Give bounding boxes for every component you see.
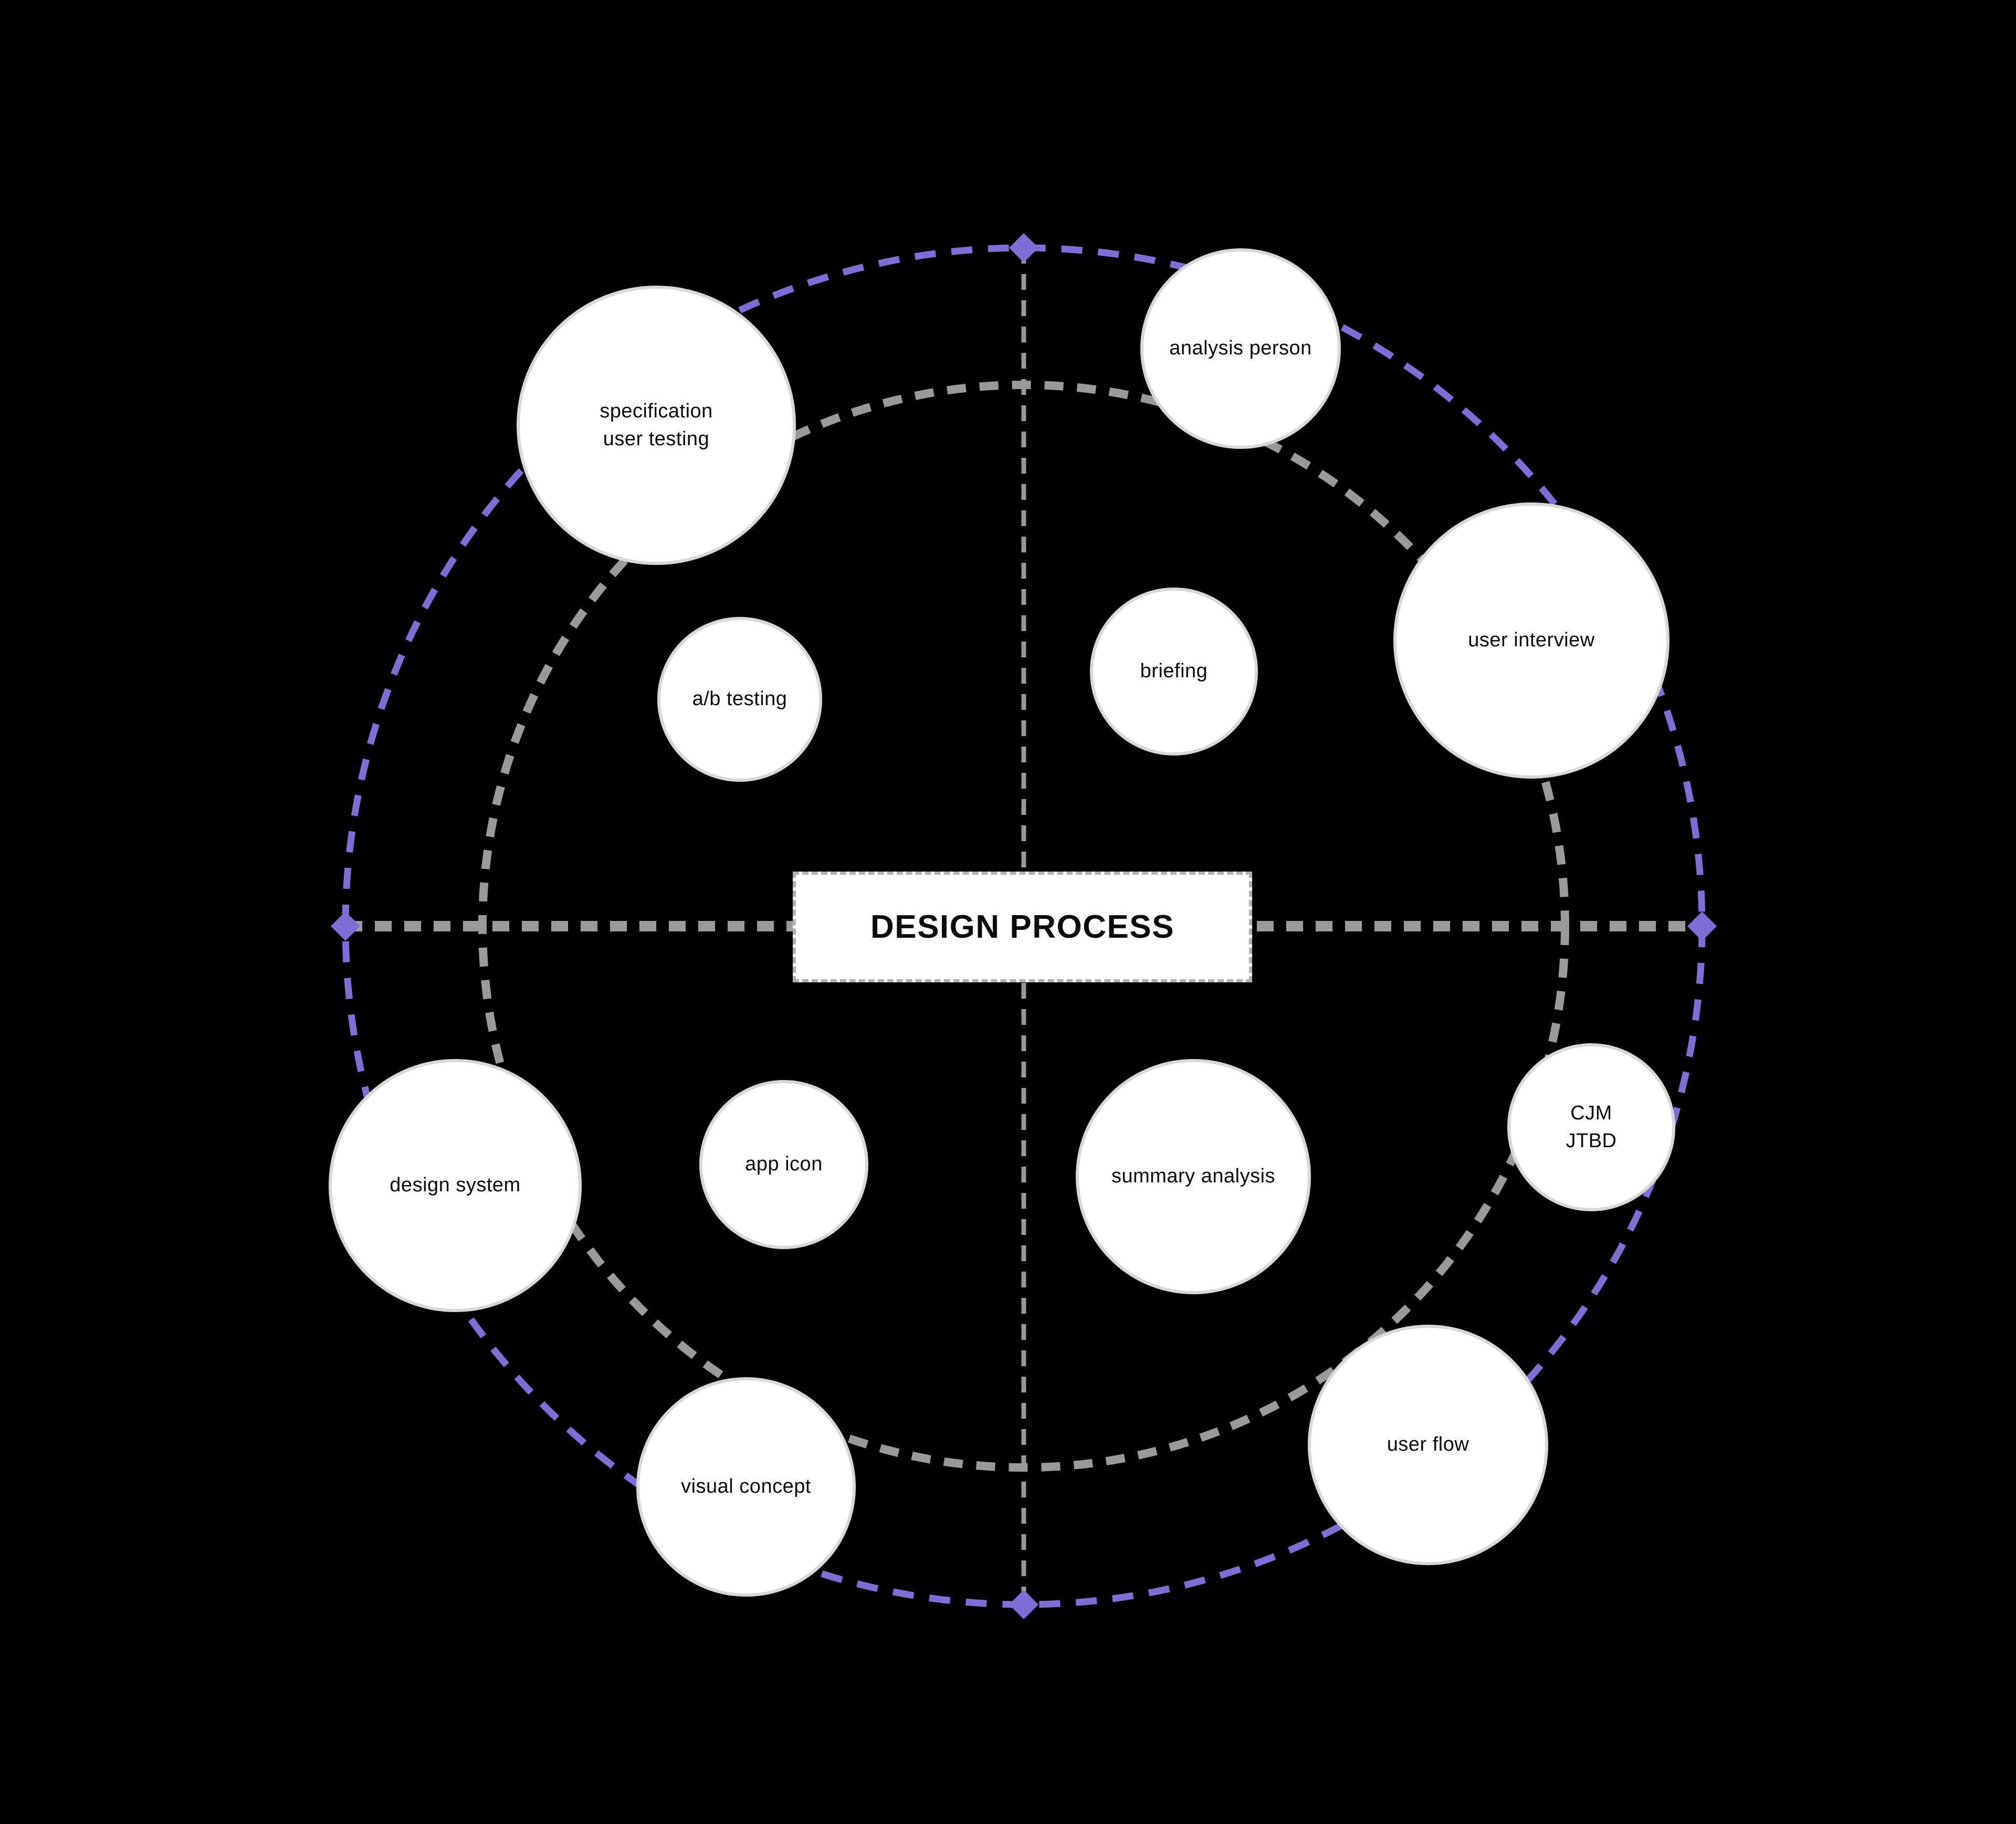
- node-label: CJM JTBD: [1566, 1102, 1617, 1152]
- diagram-title: DESIGN PROCESS: [870, 909, 1175, 945]
- node-app-icon: app icon: [699, 1080, 868, 1249]
- center-title-box: DESIGN PROCESS: [793, 872, 1252, 982]
- node-user-flow: user flow: [1308, 1325, 1548, 1565]
- diamond-marker-left: [331, 911, 360, 941]
- node-specification-user-testing: specification user testing: [517, 286, 796, 565]
- node-label: briefing: [1140, 660, 1208, 683]
- node-label: user interview: [1468, 629, 1595, 652]
- node-label: a/b testing: [692, 688, 788, 710]
- node-label: analysis person: [1169, 337, 1312, 360]
- node-ab-testing: a/b testing: [657, 617, 822, 782]
- diamond-marker-right: [1687, 911, 1717, 941]
- node-label: user flow: [1387, 1433, 1469, 1456]
- node-label: app icon: [745, 1153, 823, 1176]
- diamond-marker-bottom: [1009, 1590, 1038, 1619]
- node-user-interview: user interview: [1393, 502, 1670, 779]
- node-design-system: design system: [329, 1059, 582, 1312]
- node-label: summary analysis: [1111, 1165, 1276, 1188]
- node-analysis-person: analysis person: [1140, 248, 1341, 449]
- diamond-marker-top: [1009, 233, 1038, 263]
- node-visual-concept: visual concept: [636, 1377, 856, 1597]
- node-label: specification user testing: [600, 400, 713, 450]
- node-cjm-jtbd: CJM JTBD: [1507, 1043, 1675, 1211]
- node-label: visual concept: [681, 1475, 811, 1498]
- node-label: design system: [390, 1174, 521, 1197]
- node-briefing: briefing: [1090, 588, 1258, 756]
- node-summary-analysis: summary analysis: [1076, 1059, 1311, 1294]
